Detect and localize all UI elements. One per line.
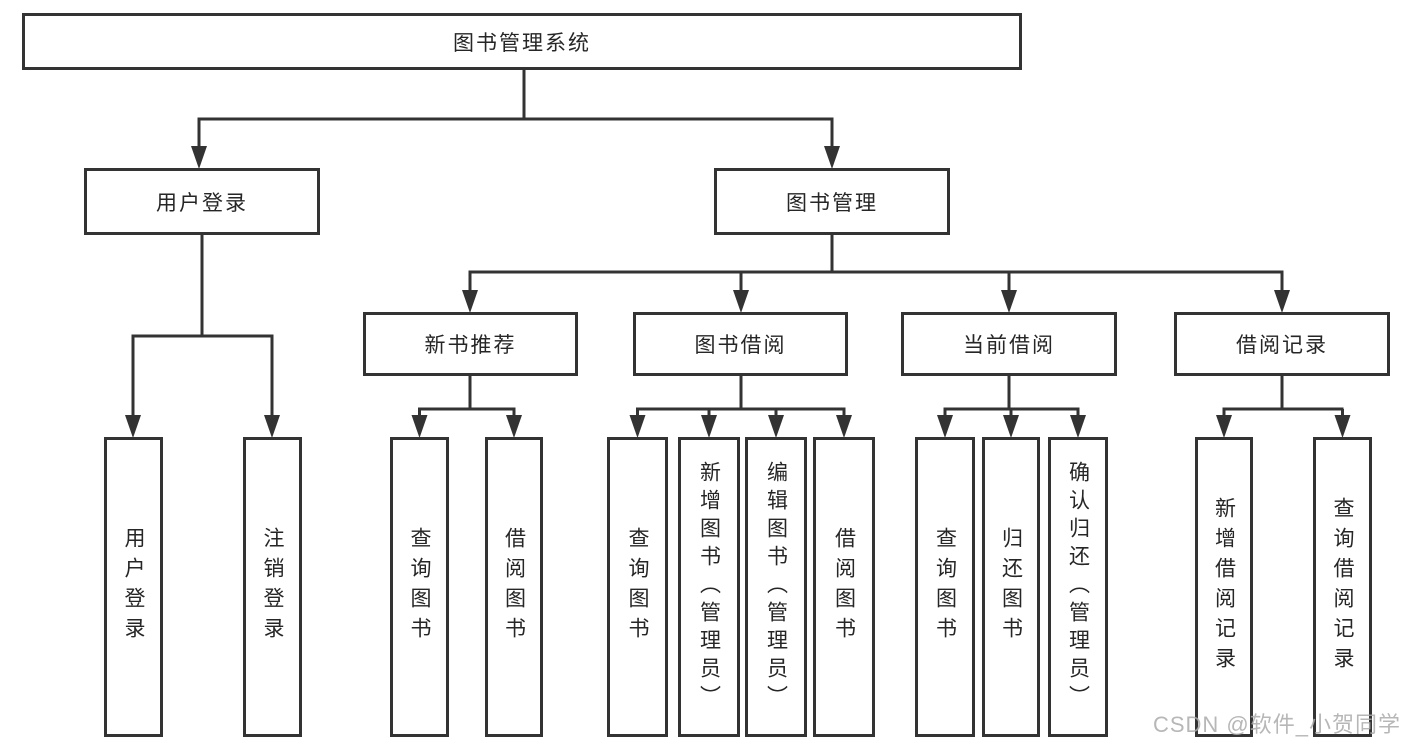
- arrow-down-icon: [125, 415, 141, 438]
- leaf-logout: 注销登录: [243, 437, 302, 737]
- node-book-management: 图书管理: [714, 168, 950, 235]
- leaf-query-borrow-record: 查询借阅记录: [1313, 437, 1372, 737]
- leaf-user-login: 用户登录: [104, 437, 163, 737]
- arrow-down-icon: [768, 415, 784, 438]
- arrow-down-icon: [629, 415, 646, 438]
- arrow-down-icon: [1070, 415, 1086, 438]
- csdn-watermark: CSDN @软件_小贺同学: [1152, 712, 1401, 737]
- arrow-down-icon: [1001, 290, 1017, 313]
- arrow-down-icon: [462, 290, 478, 313]
- arrow-down-icon: [191, 146, 207, 169]
- arrow-down-icon: [1274, 290, 1290, 313]
- node-new-book-recommendation: 新书推荐: [363, 312, 578, 376]
- leaf-query-books-current: 查询图书: [915, 437, 975, 737]
- node-current-borrowing: 当前借阅: [901, 312, 1117, 376]
- node-borrowing-records: 借阅记录: [1174, 312, 1390, 376]
- arrow-down-icon: [836, 415, 852, 438]
- node-user-login: 用户登录: [84, 168, 320, 235]
- arrow-down-icon: [1334, 415, 1351, 438]
- leaf-edit-book-admin: 编辑图书（管理员）: [745, 437, 807, 737]
- arrow-down-icon: [701, 415, 717, 438]
- node-library-management-system: 图书管理系统: [22, 13, 1022, 70]
- arrow-down-icon: [733, 290, 749, 313]
- arrow-down-icon: [937, 415, 953, 438]
- leaf-add-book-admin: 新增图书（管理员）: [678, 437, 740, 737]
- leaf-borrow-books-recommend: 借阅图书: [485, 437, 543, 737]
- leaf-borrow-books-borrowing: 借阅图书: [813, 437, 875, 737]
- arrow-down-icon: [1216, 415, 1232, 438]
- leaf-return-book: 归还图书: [982, 437, 1040, 737]
- arrow-down-icon: [1003, 415, 1019, 438]
- arrow-down-icon: [411, 415, 428, 438]
- arrow-down-icon: [264, 415, 280, 438]
- node-book-borrowing: 图书借阅: [633, 312, 848, 376]
- leaf-confirm-return-admin: 确认归还（管理员）: [1048, 437, 1108, 737]
- leaf-add-borrow-record: 新增借阅记录: [1195, 437, 1253, 737]
- leaf-query-books-borrowing: 查询图书: [607, 437, 668, 737]
- leaf-query-books-recommend: 查询图书: [390, 437, 449, 737]
- arrow-down-icon: [506, 415, 522, 438]
- arrow-down-icon: [824, 146, 840, 169]
